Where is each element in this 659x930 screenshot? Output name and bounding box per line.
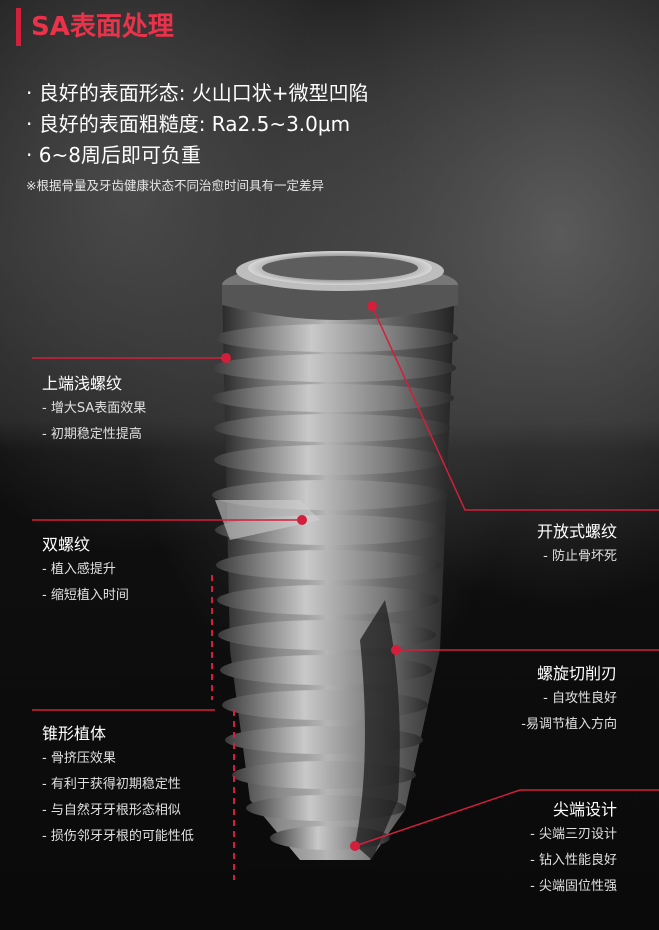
feature-title: 上端浅螺纹 (42, 374, 123, 393)
feature-item: -易调节植入方向 (521, 717, 617, 732)
title-accent-bar (16, 8, 21, 46)
feature-bullets: · 良好的表面形态: 火山口状+微型凹陷 · 良好的表面粗糙度: Ra2.5~3… (26, 78, 369, 171)
feature-title: 锥形植体 (42, 724, 107, 743)
feature-item: - 骨挤压效果 (42, 751, 116, 766)
feature-item: - 有利于获得初期稳定性 (42, 777, 181, 792)
feature-item: - 初期稳定性提高 (42, 427, 142, 442)
feature-title: 螺旋切削刃 (536, 664, 617, 683)
feature-open-thread: 开放式螺纹 - 防止骨坏死 (537, 520, 617, 570)
disclaimer-note: ※根据骨量及牙齿健康状态不同治愈时间具有一定差异 (26, 178, 324, 193)
feature-item: - 损伤邻牙牙根的可能性低 (42, 829, 194, 844)
feature-double-thread: 双螺纹 - 植入感提升 - 缩短植入时间 (42, 533, 129, 609)
feature-title: 双螺纹 (42, 535, 91, 554)
feature-taper-body: 锥形植体 - 骨挤压效果 - 有利于获得初期稳定性 - 与自然牙牙根形态相似 -… (42, 722, 194, 850)
feature-spiral-blade: 螺旋切削刃 - 自攻性良好 -易调节植入方向 (521, 662, 617, 738)
feature-item: - 自攻性良好 (543, 691, 617, 706)
feature-item: - 尖端三刃设计 (530, 827, 617, 842)
page-title: SA表面处理 (31, 12, 174, 42)
feature-item: - 钻入性能良好 (530, 853, 617, 868)
bullet-loading-time: · 6~8周后即可负重 (26, 143, 201, 167)
feature-item: - 增大SA表面效果 (42, 401, 147, 416)
feature-upper-thread: 上端浅螺纹 - 增大SA表面效果 - 初期稳定性提高 (42, 372, 146, 448)
feature-title: 开放式螺纹 (536, 522, 617, 541)
callout-dots (221, 301, 401, 851)
feature-item: - 尖端固位性强 (530, 879, 617, 894)
bullet-surface-morphology: · 良好的表面形态: 火山口状+微型凹陷 (26, 81, 369, 105)
feature-item: - 防止骨坏死 (543, 549, 617, 564)
callout-lines (32, 305, 659, 847)
cutting-flute (355, 600, 400, 860)
feature-item: - 与自然牙牙根形态相似 (42, 803, 181, 818)
feature-apex-design: 尖端设计 - 尖端三刃设计 - 钻入性能良好 - 尖端固位性强 (530, 798, 617, 900)
feature-item: - 缩短植入时间 (42, 588, 129, 603)
feature-item: - 植入感提升 (42, 562, 116, 577)
bullet-surface-roughness: · 良好的表面粗糙度: Ra2.5~3.0μm (26, 112, 351, 136)
feature-title: 尖端设计 (552, 800, 617, 819)
